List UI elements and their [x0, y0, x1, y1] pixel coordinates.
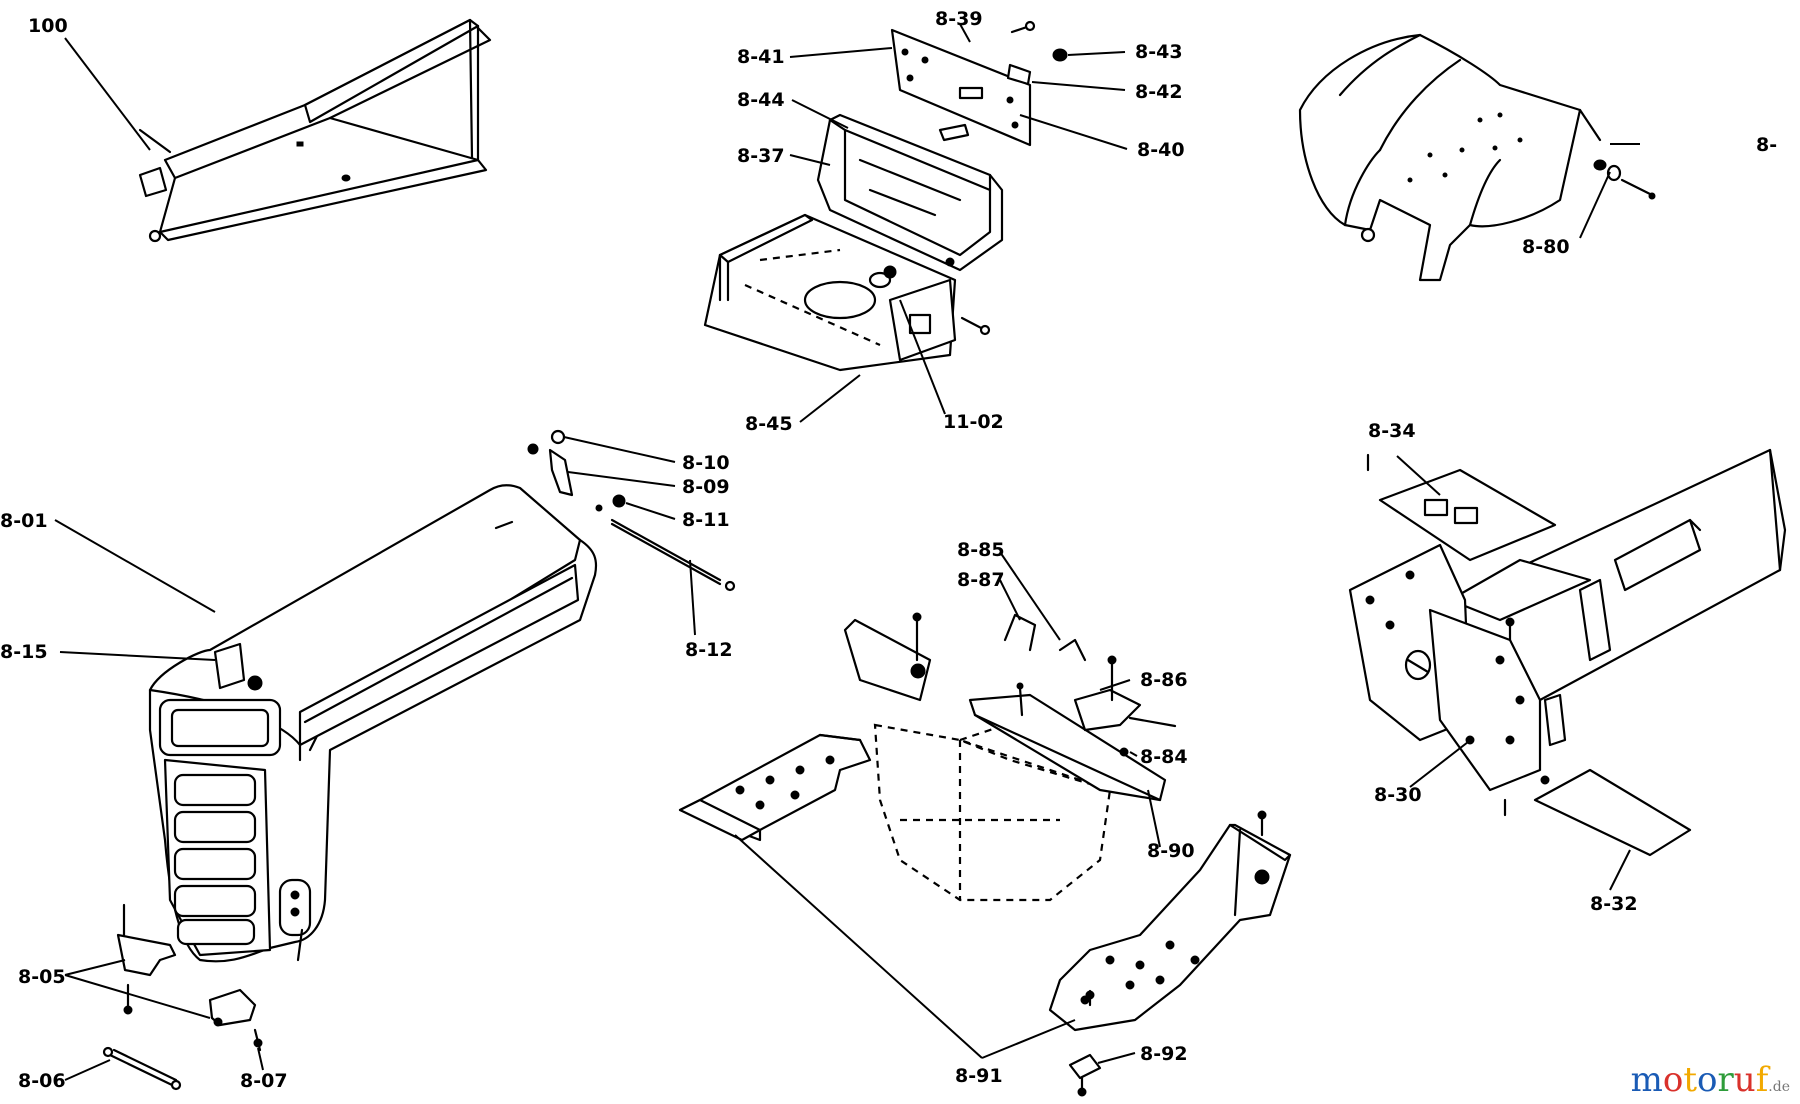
label-8-30: 8-30 [1374, 784, 1422, 806]
label-8-34: 8-34 [1368, 420, 1416, 442]
label-8-80: 8-80 [1522, 236, 1570, 258]
label-8-07: 8-07 [240, 1070, 288, 1092]
label-8-42: 8-42 [1135, 81, 1183, 103]
leader-lines [54, 23, 1640, 1081]
label-8-86: 8-86 [1140, 669, 1188, 691]
hood-bracket-parts [102, 903, 263, 1091]
label-8-09: 8-09 [682, 476, 730, 498]
label-8-15: 8-15 [0, 641, 48, 663]
label-8-12: 8-12 [685, 639, 733, 661]
watermark-letter: f [1755, 1060, 1769, 1100]
label-8-43: 8-43 [1135, 41, 1183, 63]
watermark-letter: o [1697, 1060, 1718, 1100]
watermark-suffix: .de [1768, 1079, 1790, 1095]
label-8-91: 8-91 [955, 1065, 1003, 1087]
label-8-44: 8-44 [737, 89, 785, 111]
label-8-85: 8-85 [957, 539, 1005, 561]
frame-rail-part [138, 18, 492, 243]
label-11-02: 11-02 [943, 411, 1004, 433]
watermark-letter: r [1717, 1060, 1734, 1100]
watermark-letter: u [1733, 1060, 1756, 1100]
label-8-90: 8-90 [1147, 840, 1195, 862]
fender-pan-part [1298, 33, 1656, 282]
label-100: 100 [28, 15, 68, 37]
label-8-10: 8-10 [682, 452, 730, 474]
dash-panel-assembly [703, 20, 1068, 372]
label-8-40: 8-40 [1137, 139, 1185, 161]
label-8-39: 8-39 [935, 8, 983, 30]
watermark-logo: motoruf.de [1631, 1060, 1790, 1100]
label-8-45: 8-45 [745, 413, 793, 435]
label-8-84: 8-84 [1140, 746, 1188, 768]
watermark-text: motoruf [1631, 1060, 1769, 1100]
chassis-frame [1348, 448, 1787, 857]
watermark-letter: m [1630, 1060, 1663, 1100]
hood-part [148, 484, 598, 963]
watermark-letter: t [1683, 1060, 1698, 1100]
label-8-top-right: 8- [1756, 134, 1777, 156]
footrest-assembly [678, 612, 1292, 1097]
label-8-87: 8-87 [957, 569, 1005, 591]
label-8-06: 8-06 [18, 1070, 66, 1092]
label-8-01: 8-01 [0, 510, 48, 532]
watermark-letter: o [1662, 1060, 1684, 1100]
label-8-11: 8-11 [682, 509, 730, 531]
hood-hinge-parts [527, 429, 736, 592]
label-8-05: 8-05 [18, 966, 66, 988]
label-8-32: 8-32 [1590, 893, 1638, 915]
label-8-41: 8-41 [737, 46, 785, 68]
callout-labels: 100 8-39 8-41 8-43 8-42 8-44 8-40 8-37 8… [0, 8, 1777, 1092]
label-8-37: 8-37 [737, 145, 785, 167]
label-8-92: 8-92 [1140, 1043, 1188, 1065]
